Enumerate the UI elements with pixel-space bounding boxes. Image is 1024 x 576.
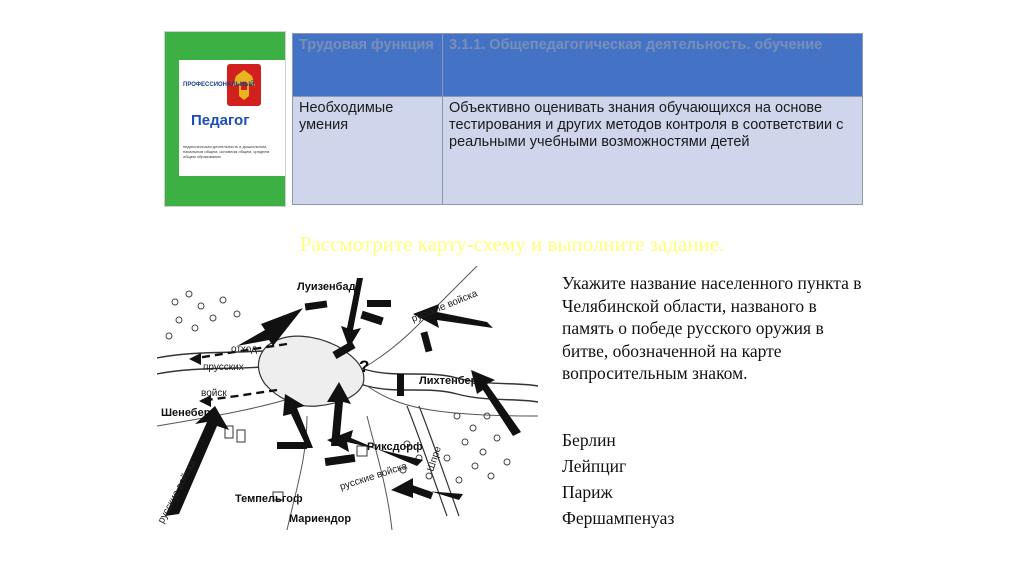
battle-map: Луизенбад Лихтенберг Шенеберг Риксдорф Т… <box>157 266 538 530</box>
river-south-bank <box>157 364 538 403</box>
question-mark: ? <box>359 357 369 376</box>
woods-southeast <box>443 412 511 484</box>
woods-south <box>399 440 433 480</box>
cover-series-label: ПРОФЕССИОНАЛЬНЫЙ <box>183 82 255 88</box>
battle-map-svg: Луизенбад Лихтенберг Шенеберг Риксдорф Т… <box>157 266 538 530</box>
place-schoneberg: Шенеберг <box>161 407 215 419</box>
table-cell-skills-value: Объективно оценивать знания обучающихся … <box>442 96 863 205</box>
coat-of-arms-icon <box>227 64 261 106</box>
answer-option[interactable]: Париж <box>562 482 613 502</box>
road-south <box>286 415 308 530</box>
retreat-arrowhead-south <box>199 395 211 407</box>
place-luisenbad: Луизенбад <box>297 281 356 293</box>
label-prusskikh: прусских <box>203 362 244 373</box>
table-row: Трудовая функция 3.1.1. Общепедагогическ… <box>292 33 863 97</box>
road-east <box>366 385 538 417</box>
label-otkhod: отход <box>231 344 257 355</box>
label-river-spree: Шпре <box>425 445 444 473</box>
table-cell-labor-function-value: 3.1.1. Общепедагогическая деятельность. … <box>442 33 863 97</box>
place-tempelhof: Темпельгоф <box>235 493 303 505</box>
stream-east <box>406 405 448 517</box>
label-russian-troops-southwest: русские войска <box>157 458 199 525</box>
table-cell-labor-function-label: Трудовая функция <box>292 33 443 97</box>
attack-arrows <box>165 278 521 516</box>
label-voysk: войск <box>201 388 227 399</box>
cover-title: Педагог <box>191 112 250 129</box>
woods-northwest <box>165 290 241 340</box>
road-southeast <box>366 415 393 530</box>
task-question: Укажите название населенного пункта в Че… <box>562 273 862 383</box>
stream-east-bank <box>418 405 460 517</box>
answer-option[interactable]: Лейпциг <box>562 456 627 476</box>
task-heading: Рассмотрите карту-схему и выполните зада… <box>299 232 725 256</box>
answer-option[interactable]: Берлин <box>562 430 616 450</box>
place-mariendorf: Мариендор <box>289 513 351 525</box>
answer-option[interactable]: Фершампенуаз <box>562 508 675 528</box>
cover-description: педагогическая деятельность в дошкольном… <box>183 144 270 159</box>
retreat-arrow-south <box>206 388 278 402</box>
retreat-arrowhead-north <box>189 353 201 365</box>
place-rixdorf: Риксдорф <box>367 441 423 453</box>
table-cell-skills-label: Необходимые умения <box>292 96 443 205</box>
cover-top-band <box>165 32 285 60</box>
standard-table: Трудовая функция 3.1.1. Общепедагогическ… <box>292 33 863 205</box>
place-lichtenberg: Лихтенберг <box>419 375 482 387</box>
table-row: Необходимые умения Объективно оценивать … <box>292 96 863 205</box>
cover-bottom-band <box>165 176 285 206</box>
standard-book-cover: ПРОФЕССИОНАЛЬНЫЙ Педагог педагогическая … <box>164 31 286 207</box>
answer-options: Берлин Лейпциг Париж Фершампенуаз <box>562 427 674 531</box>
cover-left-band <box>165 32 179 206</box>
retreat-arrow-north <box>196 342 288 360</box>
buildings <box>224 425 368 501</box>
